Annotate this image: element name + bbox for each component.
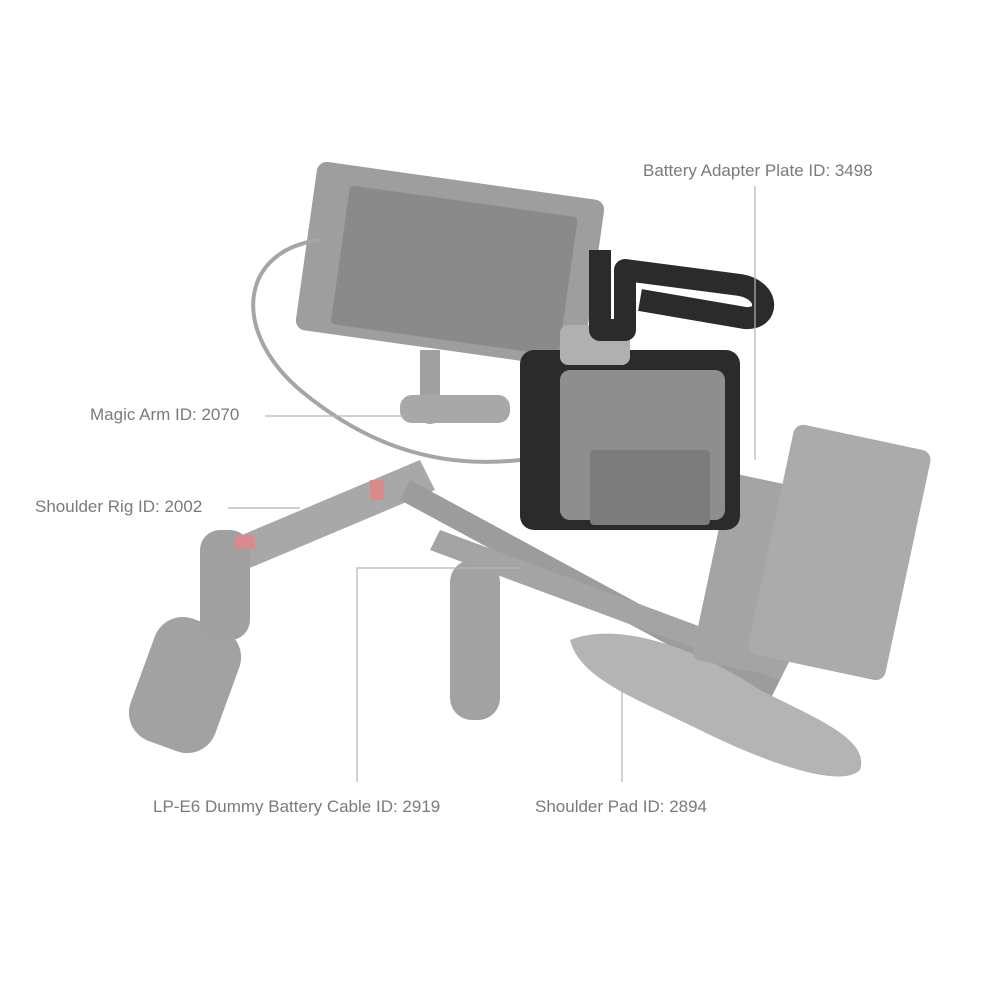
label-magic-arm: Magic Arm ID: 2070 — [90, 405, 240, 424]
label-shoulder-pad: Shoulder Pad ID: 2894 — [535, 797, 708, 816]
label-battery-adapter-plate: Battery Adapter Plate ID: 3498 — [643, 161, 873, 180]
monitor — [295, 161, 605, 369]
label-shoulder-rig: Shoulder Rig ID: 2002 — [35, 497, 203, 516]
camera-cage — [520, 250, 775, 530]
magic-arm — [400, 350, 510, 424]
shoulder-pad — [570, 633, 862, 777]
label-dummy-battery-cable: LP-E6 Dummy Battery Cable ID: 2919 — [153, 797, 441, 816]
battery-adapter-plate — [692, 424, 931, 681]
cable — [251, 238, 521, 464]
leader-dummy-battery-cable — [356, 567, 520, 782]
